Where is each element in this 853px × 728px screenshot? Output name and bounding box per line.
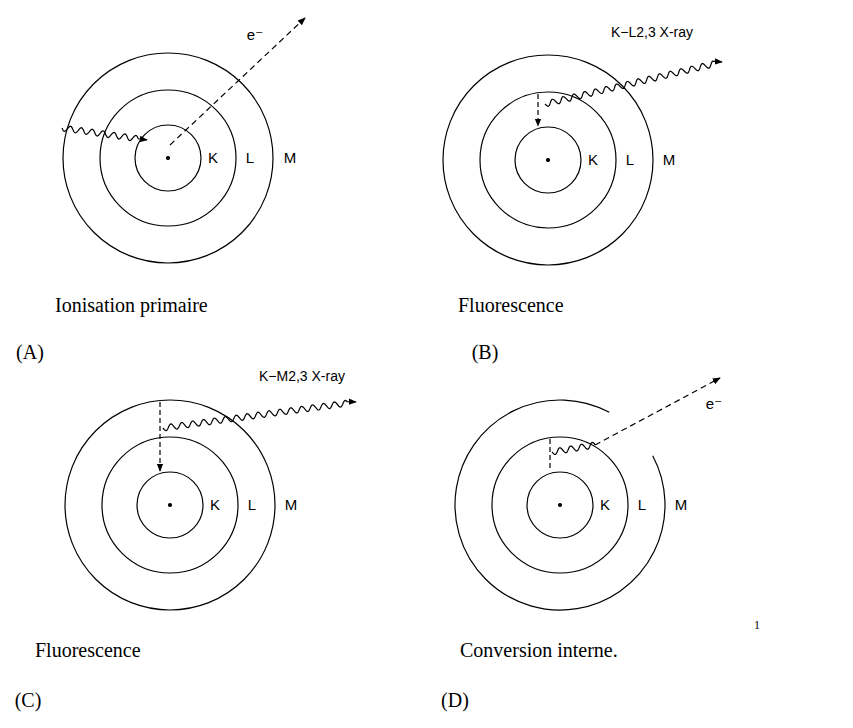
atom-b xyxy=(443,55,653,265)
photon-wave xyxy=(62,126,147,140)
shell-label: M xyxy=(663,151,676,168)
shell-label: L xyxy=(638,496,646,513)
panel-letter: (D) xyxy=(441,689,469,712)
xray-label: K−L2,3 X-ray xyxy=(611,24,693,40)
photon-wave xyxy=(552,442,595,454)
atom-a xyxy=(63,18,305,263)
panel-caption: Fluorescence xyxy=(35,639,141,662)
panel-letter: (B) xyxy=(472,341,499,364)
panel-letter: (A) xyxy=(16,341,44,364)
panel-caption: Conversion interne. xyxy=(460,639,618,662)
shell-label: K xyxy=(600,496,610,513)
stray-mark: 1 xyxy=(754,619,760,633)
panel-letter: (C) xyxy=(15,689,42,712)
shell-label: L xyxy=(246,149,254,166)
atom-c xyxy=(65,400,275,610)
panel-caption: Fluorescence xyxy=(458,294,564,317)
shell-label: M xyxy=(675,496,688,513)
shell-label: L xyxy=(626,151,634,168)
photon-waves xyxy=(62,61,722,454)
xray-label: K−M2,3 X-ray xyxy=(259,368,345,384)
shell-label: K xyxy=(588,151,598,168)
photon-wave xyxy=(545,61,722,106)
shell-label: M xyxy=(284,149,297,166)
atom-d xyxy=(455,378,720,610)
panel-caption: Ionisation primaire xyxy=(55,294,208,317)
shell-label: M xyxy=(285,496,298,513)
electron-label: e⁻ xyxy=(247,26,263,43)
electron-label: e⁻ xyxy=(706,395,722,412)
shell-label: L xyxy=(248,496,256,513)
shell-label: K xyxy=(210,496,220,513)
photon-wave xyxy=(163,400,356,430)
shell-label: K xyxy=(208,149,218,166)
